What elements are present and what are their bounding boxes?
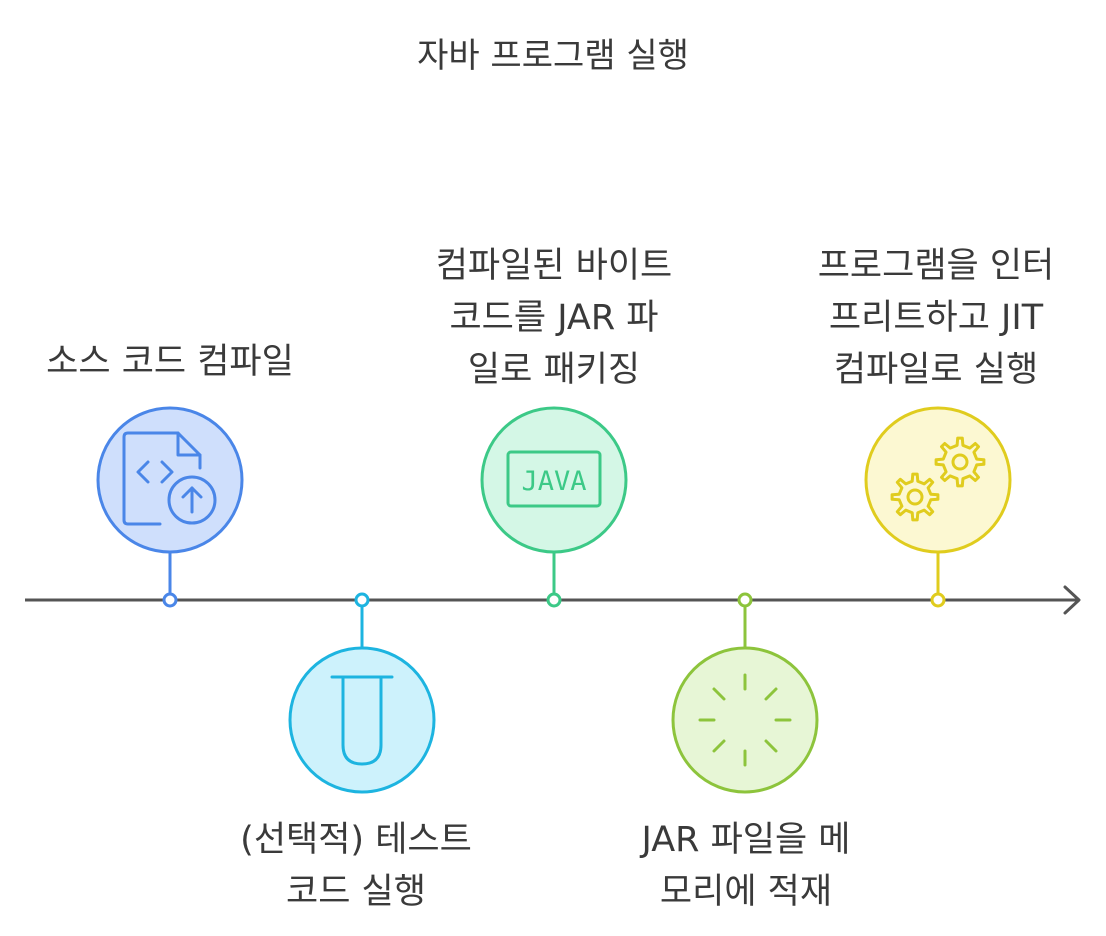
- step-1-marker: [162, 592, 178, 608]
- step-4-label: JAR 파일을 메 모리에 적재: [596, 814, 896, 918]
- step-3-circle: [480, 406, 628, 554]
- step-1: [96, 406, 244, 608]
- step-3-label-line: 일로 패키징: [467, 350, 641, 390]
- step-4-label-line: 모리에 적재: [659, 872, 833, 912]
- gears-icon: [890, 436, 986, 522]
- test-tube-icon: [330, 675, 394, 766]
- diagram-title: 자바 프로그램 실행: [417, 36, 689, 76]
- java-icon-text: JAVA: [521, 466, 586, 497]
- step-5-marker: [930, 592, 946, 608]
- step-2: [288, 592, 436, 794]
- step-5-circle: [864, 406, 1012, 554]
- step-5-label: 프로그램을 인터 프리트하고 JIT 컴파일로 실행: [786, 240, 1086, 396]
- step-1-label-line: 소스 코드 컴파일: [46, 342, 294, 382]
- step-4-marker: [737, 592, 753, 608]
- step-4-circle: [671, 646, 819, 794]
- step-2-marker: [354, 592, 370, 608]
- step-3: JAVA: [480, 406, 628, 608]
- java-icon: JAVA: [506, 450, 602, 508]
- step-1-label: 소스 코드 컴파일: [20, 336, 320, 388]
- step-3-label-line: 코드를 JAR 파: [449, 298, 659, 338]
- step-5-label-line: 컴파일로 실행: [833, 350, 1039, 390]
- step-5-label-line: 프리트하고 JIT: [828, 298, 1044, 338]
- loading-spinner-icon: [698, 673, 792, 767]
- step-5-label-line: 프로그램을 인터: [817, 246, 1055, 286]
- step-2-label: (선택적) 테스트 코드 실행: [206, 814, 506, 918]
- step-2-circle: [288, 646, 436, 794]
- step-5: [864, 406, 1012, 608]
- source-code-upload-icon: [122, 431, 217, 526]
- step-4-label-line: JAR 파일을 메: [641, 820, 851, 860]
- step-4: [671, 592, 819, 794]
- step-3-label: 컴파일된 바이트 코드를 JAR 파 일로 패키징: [404, 240, 704, 396]
- step-2-label-line: 코드 실행: [286, 872, 426, 912]
- step-2-label-line: (선택적) 테스트: [240, 820, 472, 860]
- step-3-label-line: 컴파일된 바이트: [435, 246, 673, 286]
- step-3-marker: [546, 592, 562, 608]
- step-1-circle: [96, 406, 244, 554]
- timeline-arrowhead: [1063, 585, 1081, 615]
